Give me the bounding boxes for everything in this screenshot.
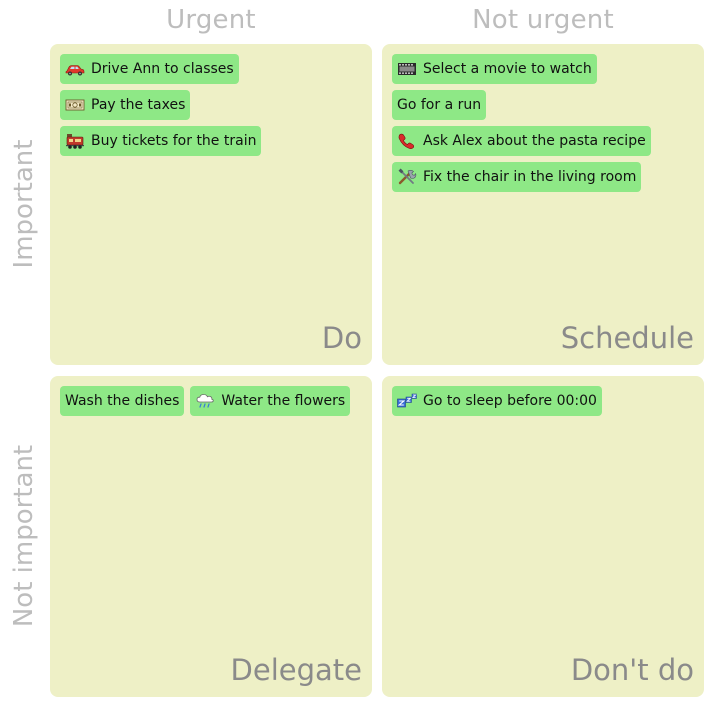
task-card[interactable]: Ask Alex about the pasta recipe <box>392 126 651 156</box>
quadrant-label-dont-do: Don't do <box>570 653 694 687</box>
task-list-do: Drive Ann to classes Pay the taxes <box>60 54 364 162</box>
car-icon <box>65 60 85 78</box>
task-card[interactable]: Fix the chair in the living room <box>392 162 642 192</box>
column-header-urgent: Urgent <box>166 5 256 35</box>
task-text: Water the flowers <box>221 393 346 409</box>
task-text: Drive Ann to classes <box>91 61 234 77</box>
row-header-important: Important <box>9 139 39 269</box>
row-header-not-important: Not important <box>9 444 39 628</box>
train-icon <box>65 132 85 150</box>
money-bill-icon <box>65 96 85 114</box>
task-text: Select a movie to watch <box>423 61 592 77</box>
task-card[interactable]: Pay the taxes <box>60 90 191 120</box>
task-card[interactable]: Go for a run <box>392 90 487 120</box>
quadrant-do[interactable]: Drive Ann to classes Pay the taxes <box>50 44 372 365</box>
task-text: Go for a run <box>397 97 482 113</box>
quadrant-dont-do[interactable]: Go to sleep before 00:00 Don't do <box>382 376 704 697</box>
task-card[interactable]: Wash the dishes <box>60 386 185 416</box>
phone-icon <box>397 132 417 150</box>
task-text: Go to sleep before 00:00 <box>423 393 597 409</box>
quadrant-label-schedule: Schedule <box>560 321 694 355</box>
rain-cloud-icon <box>195 392 215 410</box>
task-list-dont-do: Go to sleep before 00:00 <box>392 386 696 422</box>
quadrant-schedule[interactable]: Select a movie to watch Go for a run Ask… <box>382 44 704 365</box>
quadrant-label-delegate: Delegate <box>230 653 362 687</box>
quadrant-delegate[interactable]: Wash the dishes Water the flowers Delega… <box>50 376 372 697</box>
task-card[interactable]: Buy tickets for the train <box>60 126 262 156</box>
task-card[interactable]: Select a movie to watch <box>392 54 597 84</box>
task-card[interactable]: Water the flowers <box>190 386 351 416</box>
quadrant-label-do: Do <box>321 321 362 355</box>
task-text: Fix the chair in the living room <box>423 169 637 185</box>
column-header-not-urgent: Not urgent <box>472 5 614 35</box>
task-list-schedule: Select a movie to watch Go for a run Ask… <box>392 54 696 198</box>
task-card[interactable]: Go to sleep before 00:00 <box>392 386 602 416</box>
task-text: Pay the taxes <box>91 97 186 113</box>
task-list-delegate: Wash the dishes Water the flowers <box>60 386 364 422</box>
sleep-zzz-icon <box>397 392 417 410</box>
tools-icon <box>397 168 417 186</box>
task-text: Buy tickets for the train <box>91 133 257 149</box>
task-card[interactable]: Drive Ann to classes <box>60 54 239 84</box>
task-text: Ask Alex about the pasta recipe <box>423 133 646 149</box>
film-icon <box>397 60 417 78</box>
task-text: Wash the dishes <box>65 393 180 409</box>
